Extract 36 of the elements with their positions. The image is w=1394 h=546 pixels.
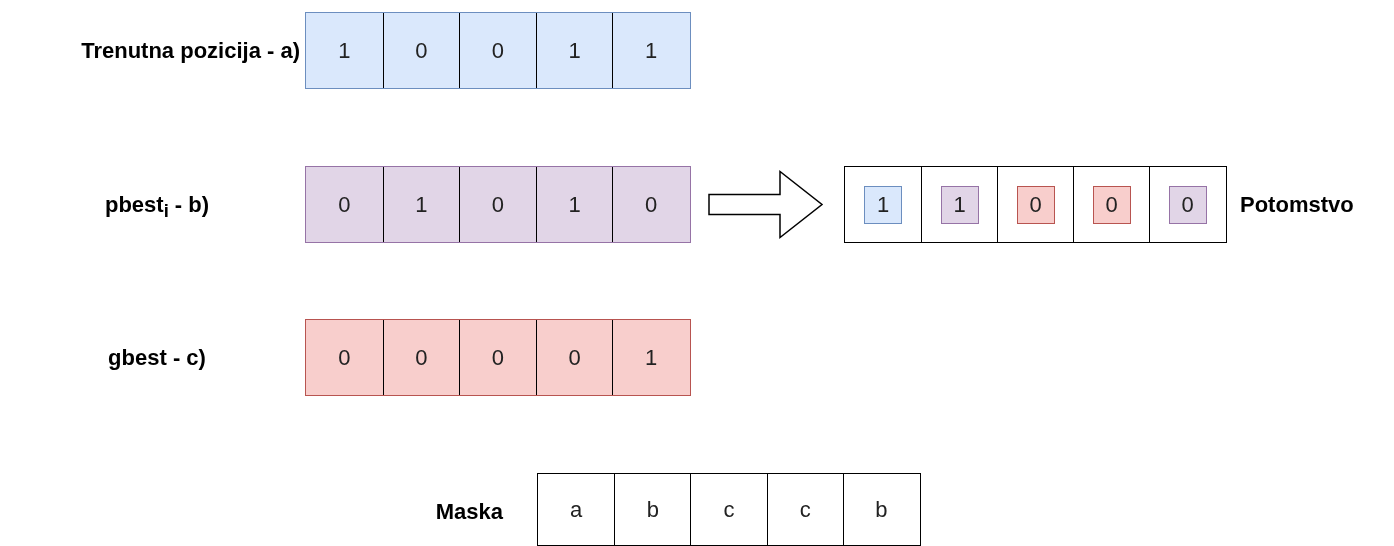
array-cell: 0 <box>306 320 383 395</box>
array-cell: b <box>614 474 691 545</box>
array-cell: 1 <box>535 167 613 242</box>
block-arrow <box>708 169 824 240</box>
row-label: Trenutna pozicija - a) <box>81 38 300 64</box>
array-cell: 0 <box>306 167 383 242</box>
array-row <box>844 166 1227 243</box>
array-cell: c <box>690 474 767 545</box>
array-cell: 0 <box>382 13 460 88</box>
array-cell: 1 <box>612 320 689 395</box>
row-label: gbest - c) <box>108 345 206 371</box>
gene-box: 0 <box>1168 185 1207 224</box>
array-cell: 1 <box>306 13 383 88</box>
array-row <box>537 473 921 546</box>
array-cell: 0 <box>459 167 536 242</box>
row-label: Potomstvo <box>1240 192 1354 218</box>
array-cell: 1 <box>612 13 689 88</box>
array-cell: 0 <box>612 167 689 242</box>
array-row <box>305 319 691 396</box>
array-cell: 1 <box>535 13 613 88</box>
array-cell: 0 <box>535 320 613 395</box>
array-cell: 0 <box>382 320 460 395</box>
array-cell: a <box>538 474 615 545</box>
array-cell: 0 <box>459 13 536 88</box>
row-label: Maska <box>435 499 503 525</box>
array-cell: 0 <box>459 320 536 395</box>
gene-box: 1 <box>940 185 979 224</box>
array-row <box>305 12 691 89</box>
gene-box: 1 <box>864 185 902 224</box>
array-row <box>305 166 691 243</box>
gene-box: 0 <box>1016 185 1055 224</box>
gene-box: 0 <box>1092 185 1131 224</box>
array-cell: b <box>842 474 919 545</box>
row-label: pbest$_{i}$ - b) <box>104 192 210 224</box>
array-cell: 1 <box>382 167 460 242</box>
array-cell: c <box>766 474 843 545</box>
